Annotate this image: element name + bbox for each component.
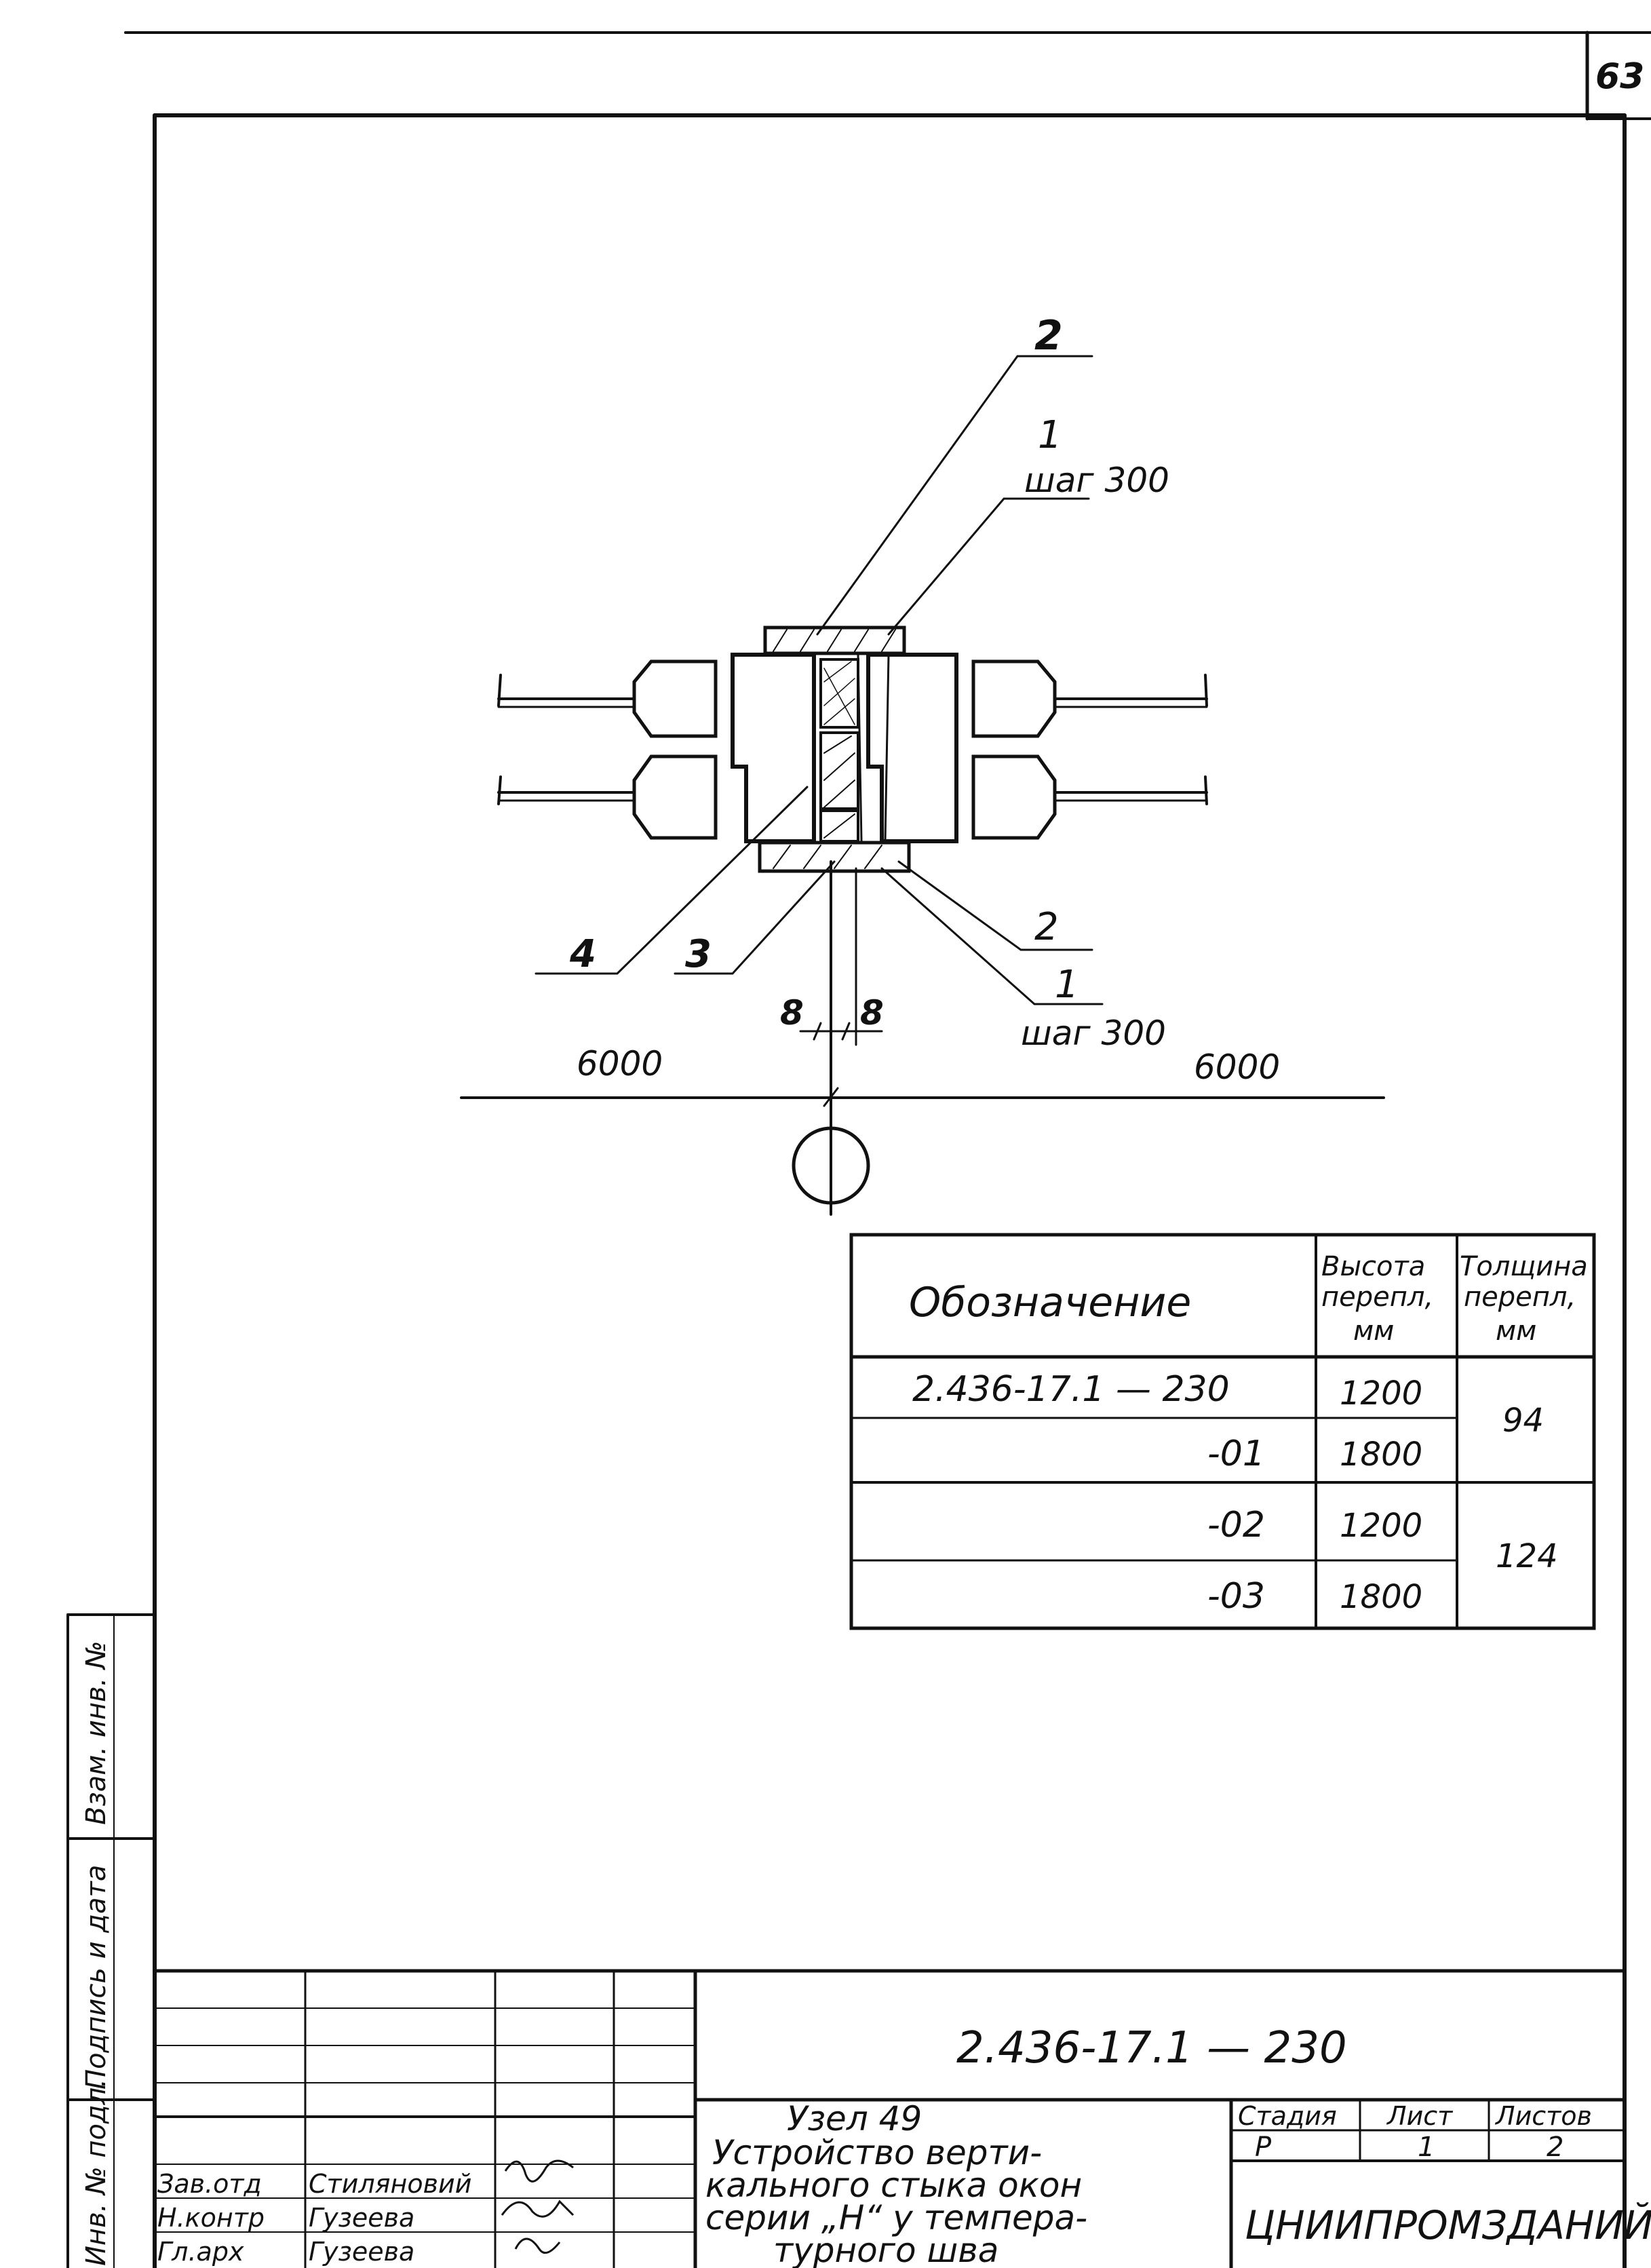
role: Н.контр — [157, 2203, 265, 2233]
callout-left-3: 3 — [685, 932, 712, 976]
callout-bottom-1: 1 — [1055, 963, 1079, 1007]
doc-code: 2.436-17.1 — 230 — [956, 2023, 1347, 2073]
stage-label: Стадия — [1238, 2101, 1337, 2131]
signature — [501, 2159, 575, 2254]
row-designation: -03 — [1207, 1576, 1265, 1617]
side-stamp-cell: Инв. № подл. — [81, 2079, 112, 2266]
header-thickness-1: Толщина — [1460, 1251, 1588, 1282]
row-designation: 2.436-17.1 — 230 — [912, 1369, 1230, 1410]
dim-left: 8 — [780, 993, 804, 1033]
row-height: 1800 — [1340, 1578, 1422, 1616]
row-height: 1800 — [1340, 1436, 1422, 1474]
role-name: Стиляновий — [309, 2169, 471, 2199]
thickness-group: 124 — [1496, 1537, 1558, 1575]
row-height: 1200 — [1340, 1507, 1422, 1545]
callout-top-1-note: шаг 300 — [1024, 461, 1169, 500]
header-designation: Обозначение — [909, 1279, 1191, 1326]
side-stamp-cell: Взам. инв. № — [81, 1640, 112, 1825]
organization: ЦНИИПРОМЗДАНИЙ — [1245, 2202, 1651, 2248]
row-height: 1200 — [1340, 1375, 1422, 1412]
span-left: 6000 — [577, 1044, 663, 1083]
header-thickness-3: мм — [1496, 1315, 1536, 1347]
title-line: кального стыка окон — [705, 2166, 1082, 2205]
callout-right-2: 2 — [1034, 905, 1059, 949]
role: Гл.арх — [157, 2237, 244, 2267]
callout-bottom-1-note: шаг 300 — [1021, 1014, 1166, 1053]
row-designation: -02 — [1207, 1505, 1265, 1545]
stage-value: Р — [1255, 2132, 1272, 2163]
span-right: 6000 — [1194, 1047, 1280, 1087]
sheets-value: 2 — [1547, 2132, 1563, 2163]
title-line: серии „Н“ у темпера- — [705, 2198, 1087, 2237]
callout-left-4: 4 — [569, 932, 596, 976]
title-line: Узел 49 — [787, 2099, 922, 2138]
callout-top-1: 1 — [1038, 413, 1062, 457]
header-height-1: Высота — [1321, 1251, 1425, 1282]
thickness-group: 94 — [1502, 1402, 1544, 1440]
page-number: 63 — [1595, 56, 1644, 97]
row-designation: -01 — [1207, 1434, 1265, 1474]
header-height-3: мм — [1353, 1315, 1394, 1347]
side-stamp-cell: Подпись и дата — [81, 1865, 112, 2090]
header-height-2: перепл, — [1321, 1282, 1433, 1313]
sheets-label: Листов — [1494, 2101, 1592, 2131]
sheet-label: Лист — [1386, 2101, 1454, 2131]
role-name: Гузеева — [309, 2203, 414, 2233]
sheet-value: 1 — [1418, 2132, 1435, 2163]
header-thickness-2: перепл, — [1464, 1282, 1576, 1313]
dim-right: 8 — [860, 993, 884, 1033]
title-line: Устройство верти- — [712, 2133, 1042, 2172]
callout-top-2: 2 — [1034, 312, 1063, 360]
title-line: турного шва — [773, 2231, 998, 2268]
role-name: Гузеева — [309, 2237, 414, 2267]
role: Зав.отд — [157, 2169, 262, 2199]
